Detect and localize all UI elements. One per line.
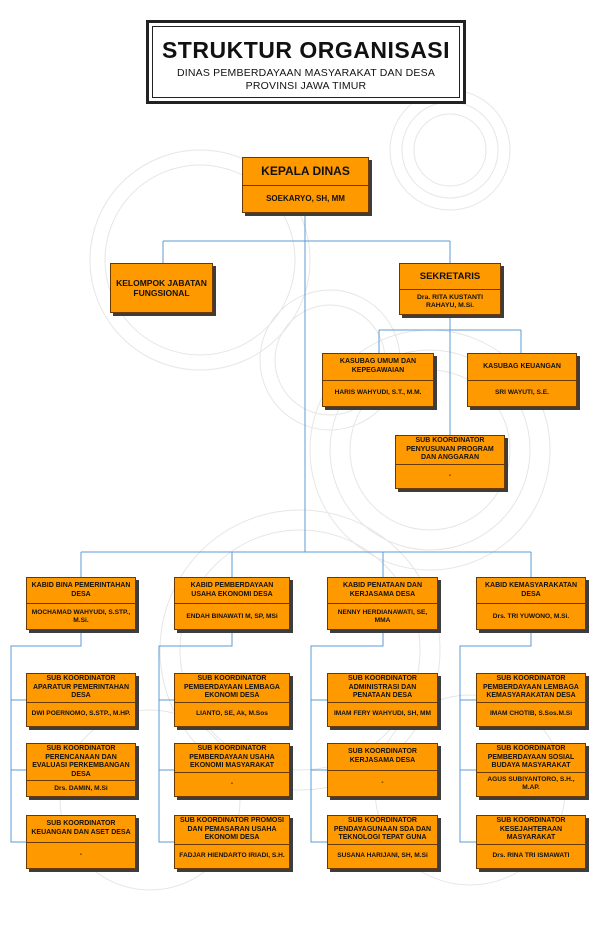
title-inner-frame: STRUKTUR ORGANISASI DINAS PEMBERDAYAAN M… <box>152 26 460 98</box>
sub-aparatur-pemerintahan-box: SUB KOORDINATOR APARATUR PEMERINTAHAN DE… <box>26 673 136 727</box>
sub-usaha-ekonomi-masyarakat-name: - <box>230 780 234 788</box>
sub-perencanaan-evaluasi-title: SUB KOORDINATOR PERENCANAAN DAN EVALUASI… <box>27 744 135 781</box>
sub-administrasi-penataan-name: IMAM FERY WAHYUDI, SH, MM <box>333 710 432 718</box>
sub-lembaga-ekonomi-box: SUB KOORDINATOR PEMBERDAYAAN LEMBAGA EKO… <box>174 673 290 727</box>
kabid-usaha-ekonomi-box: KABID PEMBERDAYAAN USAHA EKONOMI DESA EN… <box>174 577 290 630</box>
kabid-bina-pemerintahan-title: KABID BINA PEMERINTAHAN DESA <box>27 578 135 604</box>
kabid-penataan-kerjasama-box: KABID PENATAAN DAN KERJASAMA DESA NENNY … <box>327 577 438 630</box>
sub-promosi-pemasaran-name: FADJAR HIENDARTO IRIADI, S.H. <box>179 852 285 860</box>
sub-sosial-budaya-name: AGUS SUBIYANTORO, S.H., M.AP. <box>487 776 575 792</box>
kabid-kemasyarakatan-title: KABID KEMASYARAKATAN DESA <box>477 578 585 604</box>
title-box: STRUKTUR ORGANISASI DINAS PEMBERDAYAAN M… <box>146 20 466 104</box>
sub-pendayagunaan-sda-title: SUB KOORDINATOR PENDAYAGUNAAN SDA DAN TE… <box>328 816 437 845</box>
kabid-penataan-kerjasama-name: NENNY HERDIANAWATI, SE, MMA <box>337 608 428 624</box>
kepala-dinas-title: KEPALA DINAS <box>243 158 368 186</box>
kabid-bina-pemerintahan-name: MOCHAMAD WAHYUDI, S.STP., M.Si. <box>31 608 131 624</box>
sub-promosi-pemasaran-title: SUB KOORDINATOR PROMOSI DAN PEMASARAN US… <box>175 816 289 845</box>
sub-pendayagunaan-sda-box: SUB KOORDINATOR PENDAYAGUNAAN SDA DAN TE… <box>327 815 438 869</box>
sub-pendayagunaan-sda-name: SUSANA HARIJANI, SH, M.Si <box>337 852 428 860</box>
sub-lembaga-kemasyarakatan-title: SUB KOORDINATOR PEMBERDAYAAN LEMBAGA KEM… <box>477 674 585 703</box>
sekretaris-name: Dra. RITA KUSTANTI RAHAYU, M.Si. <box>417 293 483 309</box>
kepala-dinas-box: KEPALA DINAS SOEKARYO, SH, MM <box>242 157 369 213</box>
sub-promosi-pemasaran-box: SUB KOORDINATOR PROMOSI DAN PEMASARAN US… <box>174 815 290 869</box>
sub-keuangan-aset-title: SUB KOORDINATOR KEUANGAN DAN ASET DESA <box>27 816 135 843</box>
sub-kerjasama-desa-box: SUB KOORDINATOR KERJASAMA DESA - <box>327 743 438 797</box>
sub-kesejahteraan-title: SUB KOORDINATOR KESEJAHTERAAN MASYARAKAT <box>477 816 585 845</box>
kasubag-umum-title: KASUBAG UMUM DAN KEPEGAWAIAN <box>323 354 433 381</box>
sub-administrasi-penataan-box: SUB KOORDINATOR ADMINISTRASI DAN PENATAA… <box>327 673 438 727</box>
kasubag-keuangan-title: KASUBAG KEUANGAN <box>468 354 576 381</box>
kabid-kemasyarakatan-box: KABID KEMASYARAKATAN DESA Drs. TRI YUWON… <box>476 577 586 630</box>
sub-keuangan-aset-name: - <box>79 851 83 859</box>
sub-lembaga-ekonomi-title: SUB KOORDINATOR PEMBERDAYAAN LEMBAGA EKO… <box>175 674 289 703</box>
sub-sosial-budaya-title: SUB KOORDINATOR PEMBERDAYAAN SOSIAL BUDA… <box>477 744 585 773</box>
sekretaris-title: SEKRETARIS <box>400 264 500 290</box>
kabid-bina-pemerintahan-box: KABID BINA PEMERINTAHAN DESA MOCHAMAD WA… <box>26 577 136 630</box>
sub-keuangan-aset-box: SUB KOORDINATOR KEUANGAN DAN ASET DESA - <box>26 815 136 869</box>
kasubag-keuangan-box: KASUBAG KEUANGAN SRI WAYUTI, S.E. <box>467 353 577 407</box>
sub-aparatur-pemerintahan-name: DWI POERNOMO, S.STP., M.HP. <box>31 710 131 718</box>
kepala-dinas-name: SOEKARYO, SH, MM <box>266 193 345 203</box>
sub-lembaga-ekonomi-name: LIANTO, SE, Ak, M.Sos <box>196 710 268 718</box>
sub-lembaga-kemasyarakatan-name: IMAM CHOTIB, S.Sos.M.Si <box>489 710 573 718</box>
sub-sosial-budaya-box: SUB KOORDINATOR PEMBERDAYAAN SOSIAL BUDA… <box>476 743 586 797</box>
page-subtitle-line2: PROVINSI JAWA TIMUR <box>245 80 367 92</box>
kabid-kemasyarakatan-name: Drs. TRI YUWONO, M.Si. <box>492 612 570 620</box>
sub-kesejahteraan-name: Drs. RINA TRI ISMAWATI <box>492 852 570 860</box>
sub-perencanaan-evaluasi-name: Drs. DAMIN, M.Si <box>54 784 108 792</box>
kasubag-umum-name: HARIS WAHYUDI, S.T., M.M. <box>334 389 422 397</box>
page-title: STRUKTUR ORGANISASI <box>161 37 451 63</box>
sub-administrasi-penataan-title: SUB KOORDINATOR ADMINISTRASI DAN PENATAA… <box>328 674 437 703</box>
kelompok-jabatan-fungsional-box: KELOMPOK JABATAN FUNGSIONAL <box>110 263 213 313</box>
sub-kesejahteraan-box: SUB KOORDINATOR KESEJAHTERAAN MASYARAKAT… <box>476 815 586 869</box>
sub-perencanaan-evaluasi-box: SUB KOORDINATOR PERENCANAAN DAN EVALUASI… <box>26 743 136 797</box>
kabid-usaha-ekonomi-name: ENDAH BINAWATI M, SP, MSi <box>186 612 278 620</box>
sub-kerjasama-desa-title: SUB KOORDINATOR KERJASAMA DESA <box>328 744 437 771</box>
sekretaris-box: SEKRETARIS Dra. RITA KUSTANTI RAHAYU, M.… <box>399 263 501 315</box>
sub-penyusunan-program-box: SUB KOORDINATOR PENYUSUNAN PROGRAM DAN A… <box>395 435 505 489</box>
kasubag-keuangan-name: SRI WAYUTI, S.E. <box>495 389 549 397</box>
kelompok-jabatan-fungsional-title: KELOMPOK JABATAN FUNGSIONAL <box>116 278 207 298</box>
sub-aparatur-pemerintahan-title: SUB KOORDINATOR APARATUR PEMERINTAHAN DE… <box>27 674 135 703</box>
sub-penyusunan-program-title: SUB KOORDINATOR PENYUSUNAN PROGRAM DAN A… <box>396 436 504 465</box>
kasubag-umum-box: KASUBAG UMUM DAN KEPEGAWAIAN HARIS WAHYU… <box>322 353 434 407</box>
kabid-penataan-kerjasama-title: KABID PENATAAN DAN KERJASAMA DESA <box>328 578 437 604</box>
page-subtitle-line1: DINAS PEMBERDAYAAN MASYARAKAT DAN DESA <box>176 67 436 79</box>
sub-kerjasama-desa-name: - <box>381 779 384 787</box>
kabid-usaha-ekonomi-title: KABID PEMBERDAYAAN USAHA EKONOMI DESA <box>175 578 289 604</box>
sub-usaha-ekonomi-masyarakat-title: SUB KOORDINATOR PEMBERDAYAAN USAHA EKONO… <box>175 744 289 773</box>
sub-lembaga-kemasyarakatan-box: SUB KOORDINATOR PEMBERDAYAAN LEMBAGA KEM… <box>476 673 586 727</box>
sub-usaha-ekonomi-masyarakat-box: SUB KOORDINATOR PEMBERDAYAAN USAHA EKONO… <box>174 743 290 797</box>
sub-penyusunan-program-name: - <box>448 472 452 480</box>
